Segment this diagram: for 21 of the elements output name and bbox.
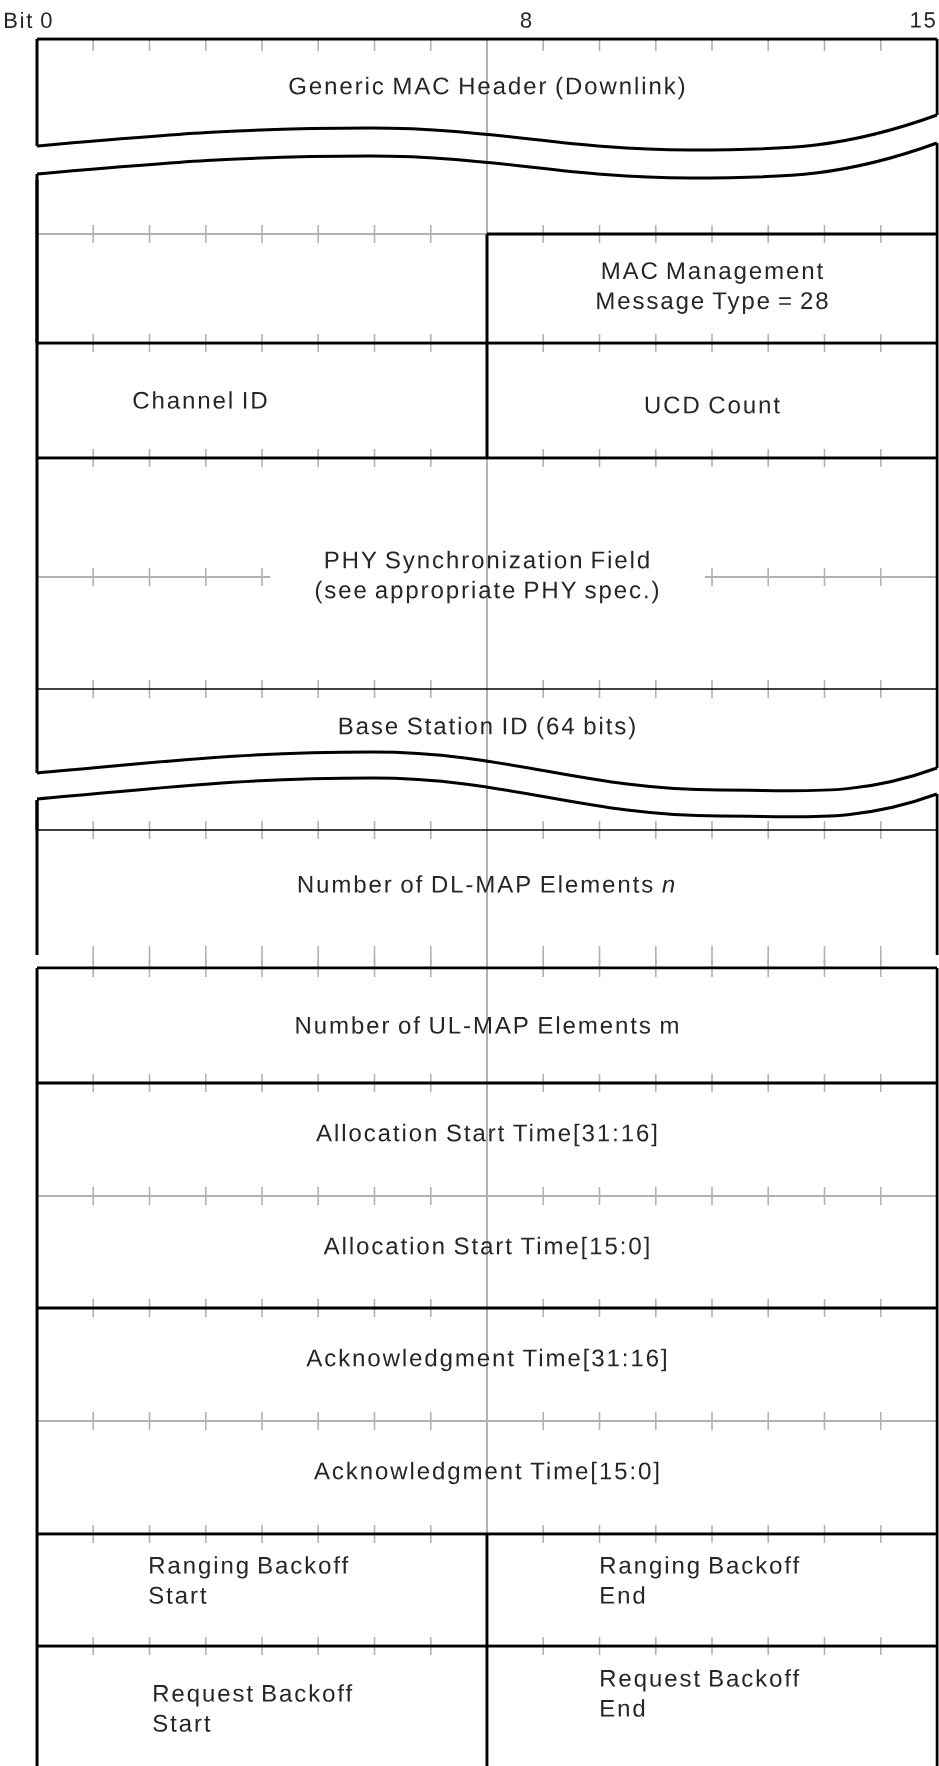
field-label: Generic MAC Header (Downlink) <box>289 76 685 100</box>
field-label: Ranging Backoff End <box>601 1556 800 1604</box>
field-label: PHY Synchronization Field (see appropriate PHY spec.) <box>315 550 659 604</box>
field-label: Acknowledgment Time[15:0] <box>314 1461 659 1485</box>
field-label: UCD Count <box>645 396 780 414</box>
field-label: Number of DL-MAP Elements n <box>298 875 675 893</box>
field-label: Request Backoff Start <box>153 1684 353 1732</box>
bit-number: Bit 0 <box>5 11 52 29</box>
field-label: Base Station ID (64 bits) <box>339 716 635 740</box>
bit-number: 15 <box>911 12 935 28</box>
field-label: MAC Management Message Type = 28 <box>597 262 828 314</box>
field-label: Allocation Start Time[15:0] <box>323 1236 649 1260</box>
bit-number: 8 <box>520 12 532 28</box>
field-label: Number of UL-MAP Elements m <box>296 1016 678 1034</box>
field-box <box>35 800 39 830</box>
field-label: Acknowledgment Time[31:16] <box>306 1348 666 1372</box>
field-label: Allocation Start Time[31:16] <box>316 1123 657 1147</box>
field-label: Request Backoff End <box>601 1669 800 1717</box>
field-label: Channel ID <box>133 391 267 409</box>
field-label: Ranging Backoff Start <box>149 1556 349 1604</box>
field-box <box>35 180 39 343</box>
